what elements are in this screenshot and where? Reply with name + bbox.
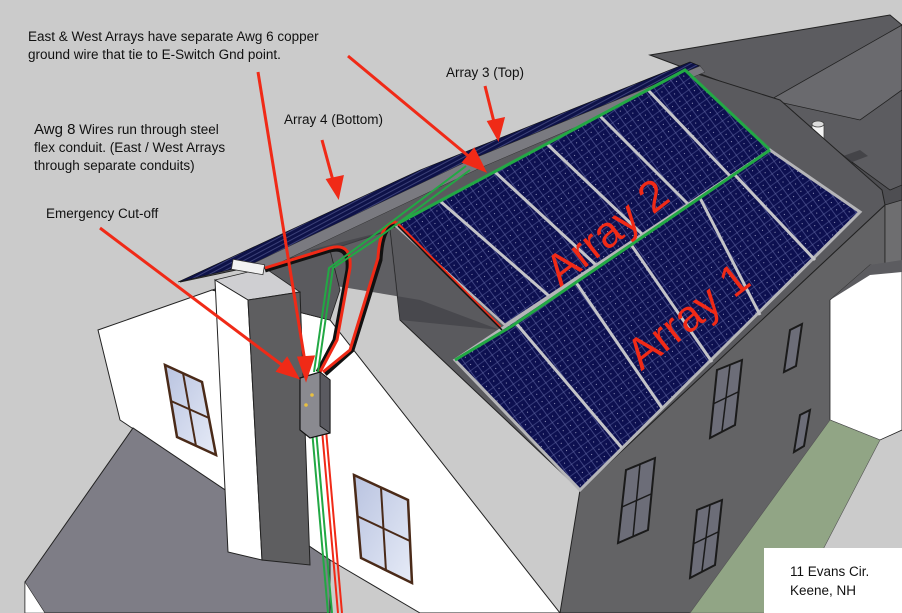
- lower-wall: [24, 580, 46, 613]
- conduit-annotation: Awg 8 Wires run through steel flex condu…: [34, 121, 225, 175]
- address-box: 11 Evans Cir. Keene, NH: [764, 548, 902, 613]
- electrical-box-icon[interactable]: [299, 371, 331, 439]
- conduit-line2: flex conduit. (East / West Arrays: [34, 140, 226, 155]
- address-city: Keene, NH: [790, 583, 857, 598]
- lawn: [689, 419, 881, 613]
- conduit-wires: [264, 165, 503, 613]
- lower-roof: [24, 427, 331, 613]
- window-muntins: [621, 364, 739, 572]
- ground-wire-annotation: East & West Arrays have separate Awg 6 c…: [28, 28, 319, 64]
- rear-roof-edge: [830, 260, 902, 300]
- chimney: [213, 258, 311, 566]
- address-street: 11 Evans Cir.: [790, 564, 870, 579]
- ground-wire-line2: ground wire that tie to E-Switch Gnd poi…: [28, 47, 281, 62]
- array-3-annotation: Array 3 (Top): [446, 65, 525, 80]
- annotation-arrows: [99, 54, 506, 383]
- roof-shadow: [310, 230, 500, 330]
- window: [352, 472, 414, 586]
- array-1-panels: [452, 148, 863, 493]
- array-4-annotation: Array 4 (Bottom): [284, 112, 384, 127]
- ground-wire-line1: East & West Arrays have separate Awg 6 c…: [28, 29, 319, 44]
- window: [163, 362, 218, 458]
- conduit-awg-label: Awg 8: [34, 121, 76, 138]
- conduit-line3: through separate conduits): [34, 158, 195, 173]
- emergency-cutoff-annotation: Emergency Cut-off: [46, 206, 159, 221]
- conduit-line1: Wires run through steel: [75, 122, 219, 137]
